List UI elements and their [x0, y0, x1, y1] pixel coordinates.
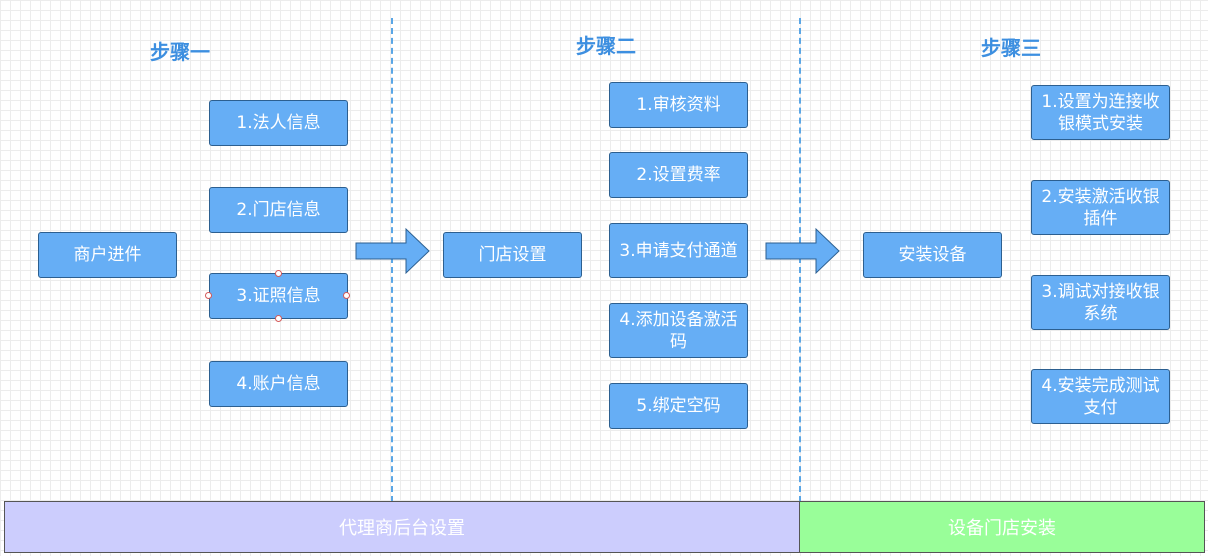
- step-one-main-box[interactable]: 商户进件: [38, 232, 177, 278]
- arrow-right-icon: [355, 227, 430, 275]
- selection-handle-right[interactable]: [343, 292, 350, 299]
- arrow-right-icon: [765, 227, 840, 275]
- agent-backend-band[interactable]: 代理商后台设置: [4, 501, 800, 553]
- step-three-item-4[interactable]: 4.安装完成测试支付: [1031, 369, 1170, 424]
- step-three-item-2[interactable]: 2.安装激活收银插件: [1031, 180, 1170, 235]
- step-one-title: 步骤一: [150, 40, 210, 64]
- step-two-item-5[interactable]: 5.绑定空码: [609, 383, 748, 429]
- selection-handle-top[interactable]: [275, 270, 282, 277]
- step-two-main-box[interactable]: 门店设置: [443, 232, 582, 278]
- step-one-item-1[interactable]: 1.法人信息: [209, 100, 348, 146]
- divider-step-one-two: [391, 18, 393, 502]
- step-one-item-2[interactable]: 2.门店信息: [209, 187, 348, 233]
- selection-handle-bottom[interactable]: [275, 315, 282, 322]
- step-two-item-3[interactable]: 3.申请支付通道: [609, 223, 748, 278]
- step-one-item-3[interactable]: 3.证照信息: [209, 273, 348, 319]
- step-two-title: 步骤二: [576, 34, 636, 58]
- step-two-item-2[interactable]: 2.设置费率: [609, 152, 748, 198]
- device-install-band[interactable]: 设备门店安装: [799, 501, 1205, 553]
- selection-handle-left[interactable]: [205, 292, 212, 299]
- step-three-item-3[interactable]: 3.调试对接收银系统: [1031, 275, 1170, 330]
- step-three-item-1[interactable]: 1.设置为连接收银模式安装: [1031, 85, 1170, 140]
- step-three-main-box[interactable]: 安装设备: [863, 232, 1002, 278]
- step-two-item-4[interactable]: 4.添加设备激活码: [609, 303, 748, 358]
- step-three-title: 步骤三: [981, 36, 1041, 60]
- divider-step-two-three: [799, 18, 801, 502]
- step-two-item-1[interactable]: 1.审核资料: [609, 82, 748, 128]
- step-one-item-4[interactable]: 4.账户信息: [209, 361, 348, 407]
